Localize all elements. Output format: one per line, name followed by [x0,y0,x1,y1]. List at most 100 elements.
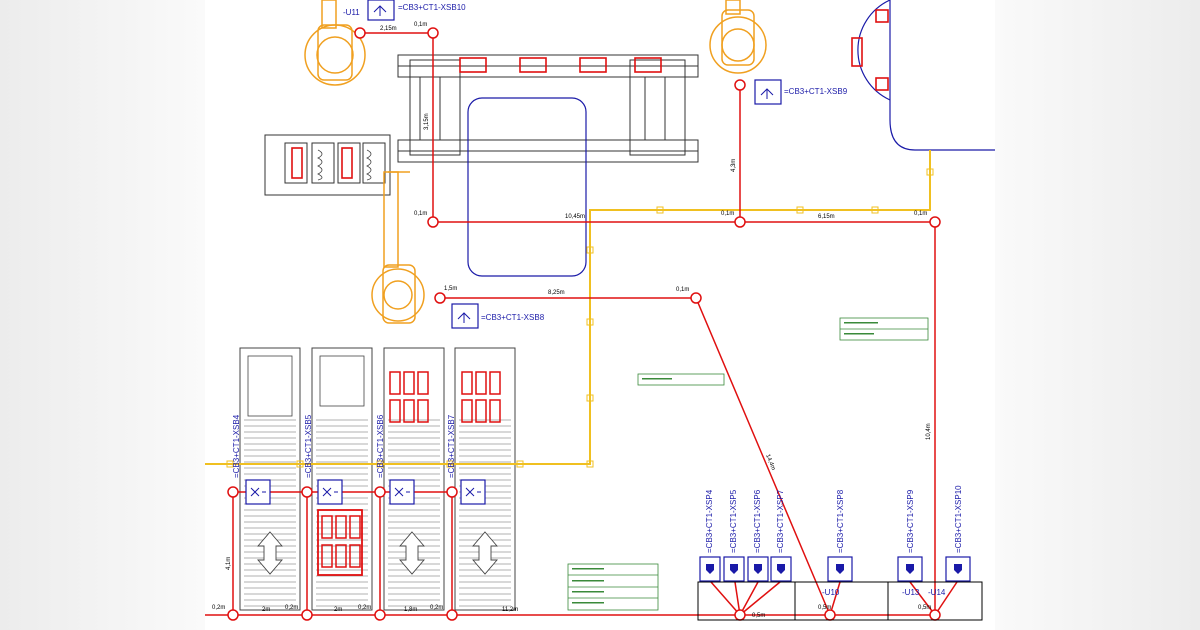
junction-node [734,609,746,621]
conveyor-red-parts [317,371,501,576]
tray-support [376,460,384,468]
junction-node [929,216,941,228]
robot-upper-right [709,0,767,74]
junction-node [354,27,366,39]
device-xsb7 [460,479,486,505]
tag-xsb9: =CB3+CT1-XSB9 [784,87,848,96]
junction-node [446,486,458,498]
junction-node [374,486,386,498]
tray-support [586,460,594,468]
device-xsb10 [367,0,395,21]
junction-node [301,609,313,621]
tag-xsp7: =CB3+CT1-XSP7 [776,489,785,553]
length-label: 1,5m [444,286,457,292]
device-xsb4 [245,479,271,505]
device-xsb8 [451,303,479,329]
tag-xsb6: =CB3+CT1-XSB6 [376,414,385,478]
tray-support [446,460,454,468]
tag-xsb4: =CB3+CT1-XSB4 [232,414,241,478]
tag-xsp5: =CB3+CT1-XSP5 [729,489,738,553]
unit-u14: -U14 [928,588,946,597]
device-xsb5 [317,479,343,505]
length-label: 10,4m [926,423,932,440]
length-label: 8,25m [548,290,565,296]
junction-node [227,486,239,498]
conveyor-arrows [257,531,498,575]
press-column-left [409,59,461,156]
tag-xsp4: =CB3+CT1-XSP4 [705,489,714,553]
conveyor-3 [383,347,445,611]
conveyor-4 [454,347,516,611]
robot-center [371,171,425,324]
device-xsb9 [754,79,782,105]
length-label: 0,1m [414,211,427,217]
tag-xsb10: =CB3+CT1-XSB10 [398,3,466,12]
length-label: 0,1m [914,211,927,217]
junction-node [227,609,239,621]
length-label: 2,15m [380,26,397,32]
unit-u10: -U10 [822,588,840,597]
switch-symbols [250,5,774,497]
length-label: 0,2m [358,605,371,611]
robot-u11 [304,0,366,86]
junction-node [427,216,439,228]
junction-node [434,292,446,304]
device-xsb6 [389,479,415,505]
tag-xsp9: =CB3+CT1-XSP9 [906,489,915,553]
cable-route-xsb10-xsb9 [360,32,741,223]
junction-node [374,609,386,621]
length-label: 14,4m [764,454,776,472]
tray-support [871,206,879,214]
sensor-symbols [706,564,962,574]
length-label: 1,8m [404,607,417,613]
robot-workspace-outline [467,97,587,277]
unit-u11: -U11 [343,8,360,17]
tray-support [516,460,524,468]
conveyors [239,347,516,611]
length-label: 0,1m [676,287,689,293]
device-symbols [245,0,971,582]
length-label: 0,5m [818,605,831,611]
conveyor-parts [247,355,365,417]
turntable [851,0,995,151]
junction-node [734,216,746,228]
length-label: 0,5m [918,605,931,611]
junction-node [929,609,941,621]
tray-support [656,206,664,214]
length-label: 2m [262,607,270,613]
conveyor-1 [239,347,301,611]
length-label: 0,1m [721,211,734,217]
press-column-right [629,59,686,156]
tray-support [226,460,234,468]
junction-node [824,609,836,621]
cable-schedule-text [572,322,878,604]
tray-support [586,246,594,254]
length-label: 6,15m [818,214,835,220]
conveyor-2 [311,347,373,611]
junction-node [427,27,439,39]
tray-support [926,168,934,176]
part-rack [264,134,391,196]
tag-xsb7: =CB3+CT1-XSB7 [447,414,456,478]
junction-node [734,79,746,91]
length-label: 0,2m [430,605,443,611]
left-margin [0,0,205,630]
tag-xsb8: =CB3+CT1-XSB8 [481,313,545,322]
length-label: 11,2m [502,607,518,613]
junction-node [301,486,313,498]
junction-node [446,609,458,621]
die-inserts [291,57,662,181]
cable-tray-supports [226,168,934,468]
cable-junctions [227,27,941,621]
tray-support [796,206,804,214]
tray-support [296,460,304,468]
length-label: 0,2m [285,605,298,611]
unit-u13: -U13 [902,588,920,597]
junction-cabinets [697,581,983,621]
tag-xsp8: =CB3+CT1-XSP8 [836,489,845,553]
tray-support [586,394,594,402]
tag-xsp6: =CB3+CT1-XSP6 [753,489,762,553]
length-label: 0,5m [752,613,765,619]
